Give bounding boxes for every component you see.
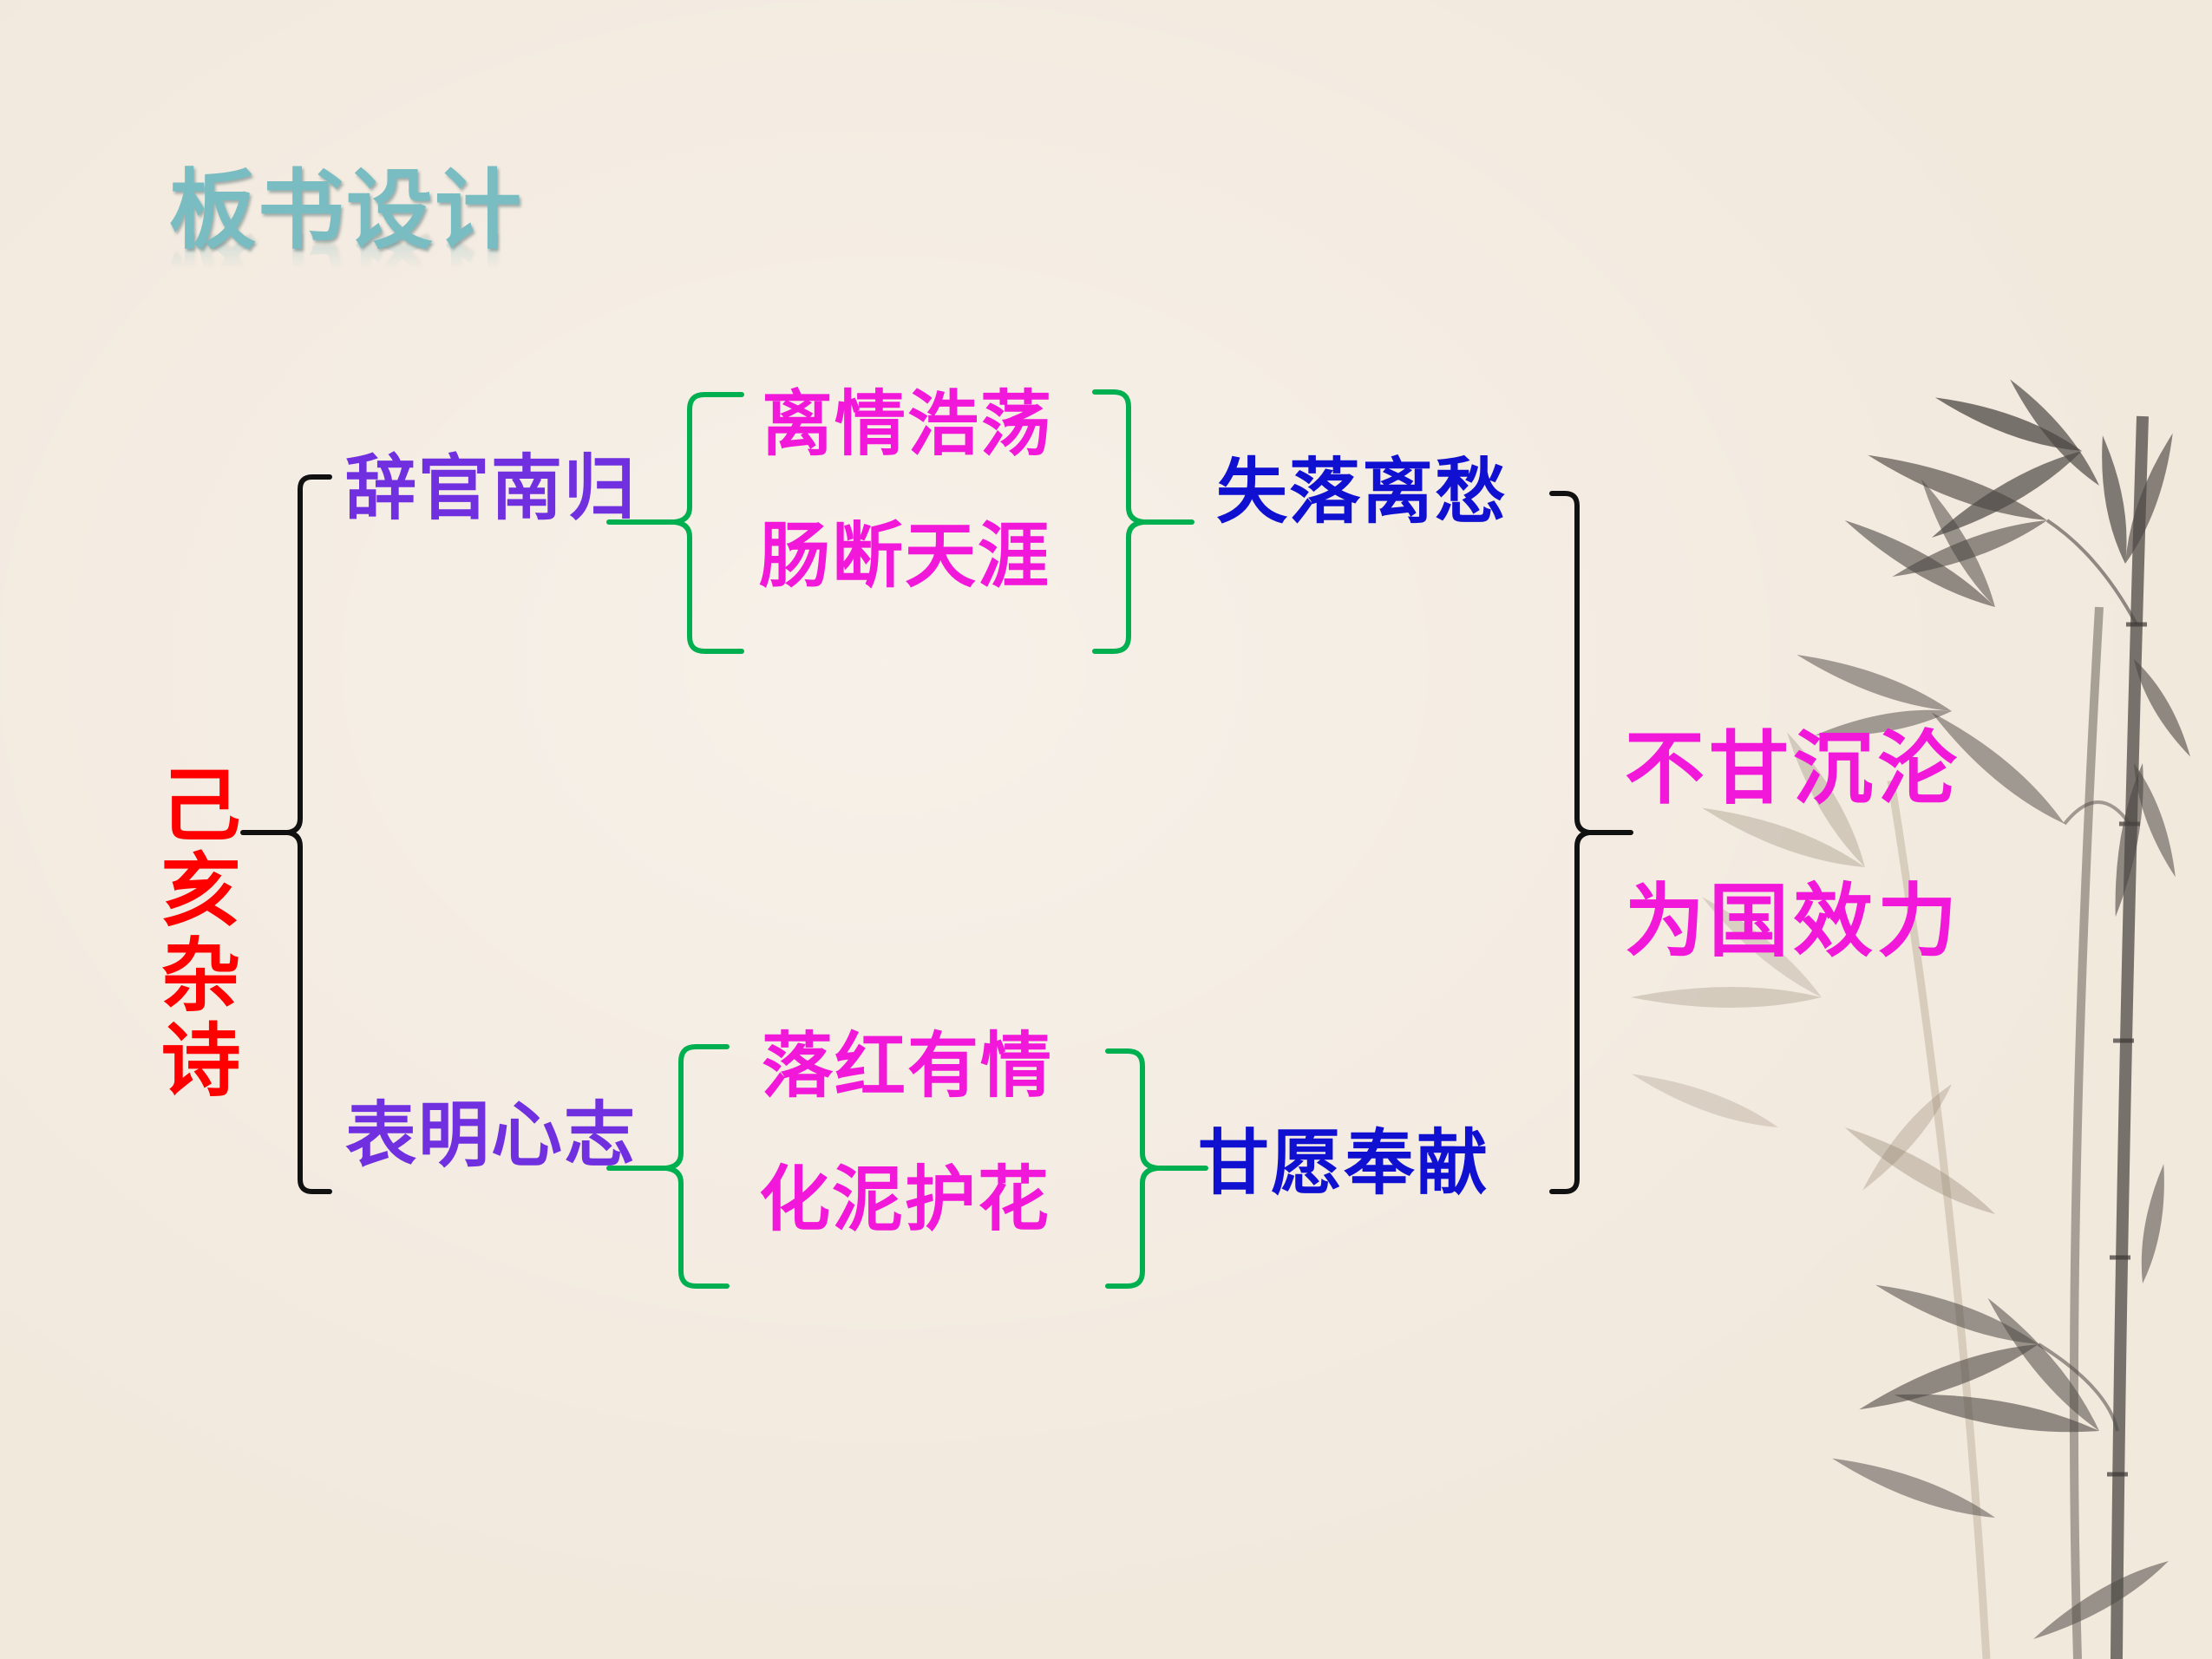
bamboo-stalk <box>1887 780 1991 1659</box>
bamboo-leaf <box>1631 987 1822 1008</box>
poem-title: 己亥杂诗 <box>147 763 241 1103</box>
top-left-sub-bracket-shape <box>672 392 744 654</box>
bamboo-leaf <box>2115 763 2143 918</box>
bamboo-leaf <box>1787 732 1865 867</box>
bamboo-leaves <box>1631 379 2190 1639</box>
conclusion-line-1: 不甘沉沦 <box>1625 722 1962 815</box>
bottom-left-sub-bracket-shape <box>664 1044 730 1289</box>
bamboo-leaf <box>1931 712 2065 824</box>
main-left-bracket <box>240 474 332 1194</box>
top-branch-label: 辞官南归 <box>345 447 638 530</box>
top-right-sub-bracket <box>1092 389 1194 654</box>
bamboo-leaf <box>1702 807 1865 867</box>
bottom-right-sub-bracket-shape <box>1105 1048 1160 1289</box>
bamboo-leaf <box>1815 709 1952 736</box>
bottom-right-sub-bracket <box>1105 1048 1208 1289</box>
top-right-sub-bracket-shape <box>1092 389 1146 654</box>
top-branch-result: 失落离愁 <box>1216 450 1508 533</box>
bamboo-leaf <box>2033 1561 2169 1639</box>
slide-title: 板书设计 <box>169 159 523 261</box>
bamboo-leaf <box>1844 1127 1995 1214</box>
bamboo-leaf <box>1631 1074 1778 1127</box>
bamboo-leaf <box>2102 435 2127 564</box>
bottom-branch-result: 甘愿奉献 <box>1198 1121 1490 1205</box>
bamboo-leaf <box>1894 1394 2099 1433</box>
bamboo-leaf <box>2010 379 2099 486</box>
bamboo-leaf <box>1862 1084 1952 1191</box>
bottom-branch-detail-2: 化泥护花 <box>759 1158 1051 1241</box>
bamboo-branch <box>2063 800 2131 826</box>
bamboo-stalk <box>2069 606 2104 1659</box>
main-left-bracket-shape <box>285 474 332 1194</box>
bamboo-leaf <box>2141 1164 2164 1283</box>
bamboo-leaf <box>2134 763 2176 878</box>
bamboo-leaf <box>2125 433 2173 564</box>
bamboo-branch <box>2045 519 2138 625</box>
bamboo-leaf <box>1844 520 1995 607</box>
bamboo-leaf <box>1796 655 1952 711</box>
bottom-branch-label: 表明心志 <box>345 1094 638 1177</box>
bamboo-leaf <box>1921 479 1995 607</box>
top-left-sub-bracket <box>606 392 744 654</box>
bamboo-leaf <box>1859 1344 2039 1410</box>
main-right-bracket <box>1549 491 1633 1194</box>
main-right-bracket-shape <box>1549 491 1592 1194</box>
bottom-branch-detail-1: 落红有情 <box>762 1024 1054 1107</box>
bamboo-leaf <box>1934 397 2082 451</box>
top-branch-detail-1: 离情浩荡 <box>762 382 1054 466</box>
bamboo-leaf <box>2134 659 2190 757</box>
bamboo-leaf <box>1832 1458 1995 1518</box>
bamboo-leaf <box>1875 1284 2039 1344</box>
bamboo-leaf <box>1702 897 1822 997</box>
bamboo-branch <box>2037 1342 2119 1432</box>
bamboo-leaf <box>1987 1297 2099 1431</box>
conclusion-line-2: 为国效力 <box>1625 874 1962 968</box>
bamboo-leaf <box>1868 454 2047 520</box>
bamboo-stalks <box>1887 415 2149 1659</box>
top-branch-detail-2: 肠断天涯 <box>759 514 1051 598</box>
bottom-left-sub-bracket <box>606 1044 730 1289</box>
